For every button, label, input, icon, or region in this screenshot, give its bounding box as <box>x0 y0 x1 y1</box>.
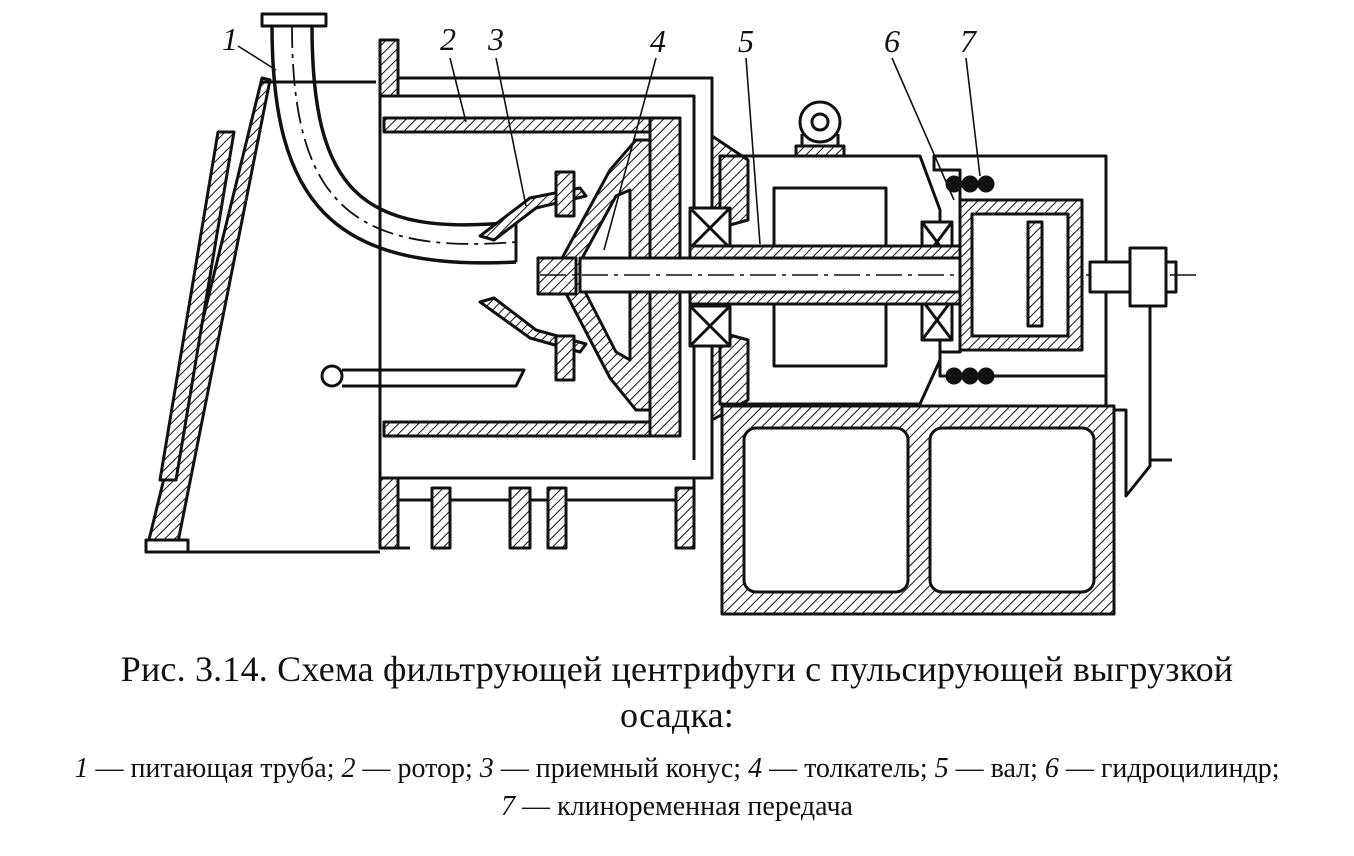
main-housing <box>378 38 714 550</box>
figure-caption: Рис. 3.14. Схема фильтрующей центрифуги … <box>0 646 1354 738</box>
callout-6: 6 <box>884 23 900 59</box>
deflector-arm <box>320 364 526 388</box>
receiving-cone <box>478 170 588 382</box>
discharge-hood <box>144 76 380 554</box>
coupling <box>1088 246 1178 498</box>
callout-3: 3 <box>487 21 504 57</box>
legend-item: 5 — вал; <box>934 753 1045 784</box>
legend-line-2: 7 — клиноременная передача <box>0 788 1354 826</box>
legend-item: 4 — толкатель; <box>748 753 935 784</box>
legend-item: 1 — питающая труба; <box>74 753 342 784</box>
figure-legend: 1 — питающая труба; 2 — ротор; 3 — прием… <box>0 750 1354 826</box>
callout-2: 2 <box>440 21 456 57</box>
hydraulic-cylinder <box>932 154 1108 378</box>
bearing-housing <box>688 100 954 422</box>
callout-leaders <box>237 45 981 251</box>
legend-item: 7 — клиноременная передача <box>501 791 853 822</box>
legend-item: 2 — ротор; <box>341 753 480 784</box>
callout-7: 7 <box>960 23 978 59</box>
callout-5: 5 <box>738 23 754 59</box>
caption-line-1: Рис. 3.14. Схема фильтрующей центрифуги … <box>120 649 1234 689</box>
legend-item: 3 — приемный конус; <box>479 753 749 784</box>
callout-1: 1 <box>222 21 238 57</box>
legend-item: 6 — гидроцилиндр; <box>1044 753 1280 784</box>
feed-pipe <box>260 12 518 265</box>
shaft <box>540 244 1200 306</box>
v-belt-drive <box>945 175 995 385</box>
legend-line-1: 1 — питающая труба; 2 — ротор; 3 — прием… <box>0 750 1354 788</box>
caption-line-2: осадка: <box>620 695 734 735</box>
centrifuge-drawing: 1 2 3 4 5 6 7 <box>144 12 1200 616</box>
base-frame <box>720 404 1116 616</box>
callout-4: 4 <box>650 23 666 59</box>
